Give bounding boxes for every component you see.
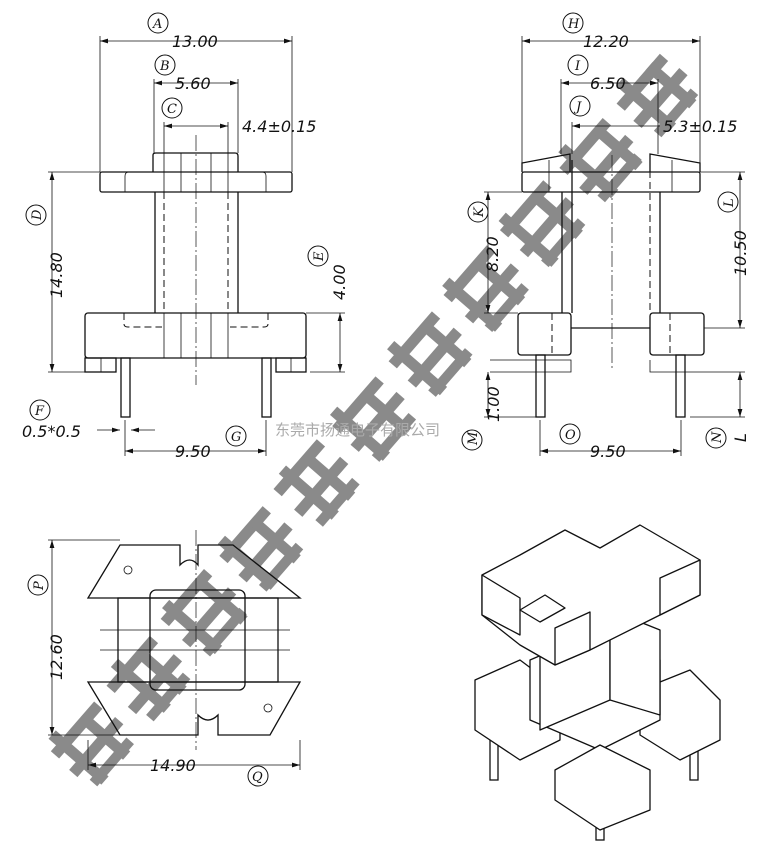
label-b-text: B bbox=[159, 59, 170, 74]
watermark-glyph bbox=[387, 311, 473, 397]
pin-right bbox=[261, 357, 272, 418]
side-view: 12.20 6.50 5.3±0.15 8.20 10.50 1.00 L 9.… bbox=[461, 12, 750, 461]
label-m: M bbox=[461, 429, 483, 451]
dim-o: 9.50 bbox=[590, 442, 626, 461]
label-f: F bbox=[29, 399, 51, 421]
label-d-text: D bbox=[30, 209, 45, 221]
watermark-glyph bbox=[558, 118, 643, 203]
label-o: O bbox=[559, 423, 581, 445]
watermark-glyph bbox=[48, 701, 134, 787]
dim-d: 14.80 bbox=[47, 252, 66, 298]
label-l-text: L bbox=[722, 198, 737, 208]
dim-j: 5.3±0.15 bbox=[663, 117, 737, 136]
label-a-text: A bbox=[152, 17, 162, 32]
pin-left bbox=[120, 357, 131, 418]
top-view: 12.60 14.90 P Q bbox=[27, 530, 302, 787]
dim-n: L bbox=[731, 433, 750, 442]
label-k: K bbox=[467, 201, 489, 223]
bottom-flange bbox=[84, 312, 307, 359]
isometric-view bbox=[474, 524, 721, 841]
label-a: A bbox=[147, 12, 169, 34]
label-b: B bbox=[154, 54, 176, 76]
dim-g: 9.50 bbox=[175, 442, 211, 461]
dim-p: 12.60 bbox=[47, 634, 66, 680]
label-g: G bbox=[225, 425, 247, 447]
label-k-text: K bbox=[472, 206, 487, 218]
label-m-text: M bbox=[466, 431, 481, 446]
label-j-text: J bbox=[573, 100, 582, 115]
label-c: C bbox=[161, 97, 183, 119]
watermark-glyph bbox=[217, 506, 304, 592]
watermark-glyph bbox=[106, 635, 191, 722]
label-e-text: E bbox=[312, 251, 327, 262]
label-q: Q bbox=[247, 765, 269, 787]
watermark-glyph bbox=[329, 376, 417, 462]
watermark-large bbox=[48, 53, 699, 787]
dim-i: 6.50 bbox=[590, 74, 626, 93]
dim-b: 5.60 bbox=[175, 74, 211, 93]
front-view: 13.00 5.60 4.4±0.15 14.80 4.00 0.5*0.5 9… bbox=[22, 12, 349, 461]
watermark-glyph bbox=[160, 569, 248, 657]
label-c-text: C bbox=[167, 102, 177, 117]
label-p-text: P bbox=[32, 581, 47, 591]
dim-l: 10.50 bbox=[731, 230, 750, 276]
label-n-text: N bbox=[710, 431, 725, 444]
label-f-text: F bbox=[34, 404, 45, 419]
label-q-text: Q bbox=[252, 770, 263, 785]
watermark-glyph bbox=[616, 53, 699, 138]
label-p: P bbox=[27, 574, 49, 596]
label-g-text: G bbox=[231, 430, 241, 445]
dim-k: 8.20 bbox=[483, 236, 502, 272]
label-i: I bbox=[567, 54, 589, 76]
label-d: D bbox=[25, 204, 47, 226]
dim-e: 4.00 bbox=[330, 264, 349, 300]
dim-m: 1.00 bbox=[484, 386, 503, 422]
dim-h: 12.20 bbox=[583, 32, 629, 51]
upper-hub bbox=[152, 152, 239, 172]
watermark-glyph bbox=[498, 180, 586, 268]
dim-f: 0.5*0.5 bbox=[22, 422, 81, 441]
top-flange bbox=[521, 171, 701, 193]
dim-a: 13.00 bbox=[172, 32, 218, 51]
label-o-text: O bbox=[565, 428, 576, 443]
watermark-glyph bbox=[442, 245, 529, 333]
label-h-text: H bbox=[567, 17, 580, 32]
watermark-small: 东莞市扬通电子有限公司 bbox=[275, 421, 440, 439]
dim-q: 14.90 bbox=[150, 756, 196, 775]
label-n: N bbox=[705, 427, 727, 449]
dim-c: 4.4±0.15 bbox=[242, 117, 316, 136]
label-i-text: I bbox=[574, 59, 581, 74]
watermark-glyph bbox=[273, 439, 360, 527]
label-l: L bbox=[717, 191, 739, 213]
label-h: H bbox=[562, 12, 584, 34]
label-j: J bbox=[569, 95, 591, 117]
label-e: E bbox=[307, 245, 329, 267]
